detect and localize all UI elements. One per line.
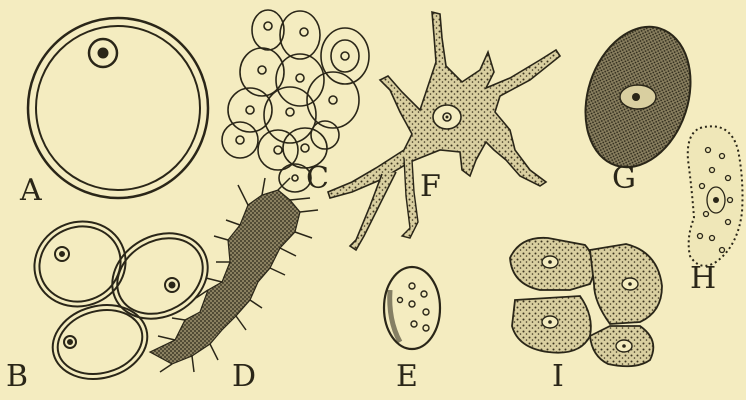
cell-e-oval: [384, 267, 440, 349]
label-a: A: [20, 176, 42, 206]
cell-i-epithelium: [510, 238, 662, 366]
cell-a-ovum: [28, 18, 208, 198]
cell-g-granular: [568, 13, 708, 181]
label-g: G: [612, 164, 636, 194]
cell-c-cluster: [222, 10, 369, 192]
label-e: E: [396, 362, 418, 392]
cell-f-stellate: [328, 12, 560, 250]
label-c: C: [306, 164, 329, 194]
cell-h-dotted: [688, 126, 743, 266]
label-b: B: [6, 362, 28, 392]
label-f: F: [420, 172, 441, 202]
label-d: D: [232, 362, 256, 392]
label-h: H: [690, 264, 716, 294]
label-i: I: [552, 362, 564, 392]
cell-d-pigment-mass: [150, 178, 318, 372]
